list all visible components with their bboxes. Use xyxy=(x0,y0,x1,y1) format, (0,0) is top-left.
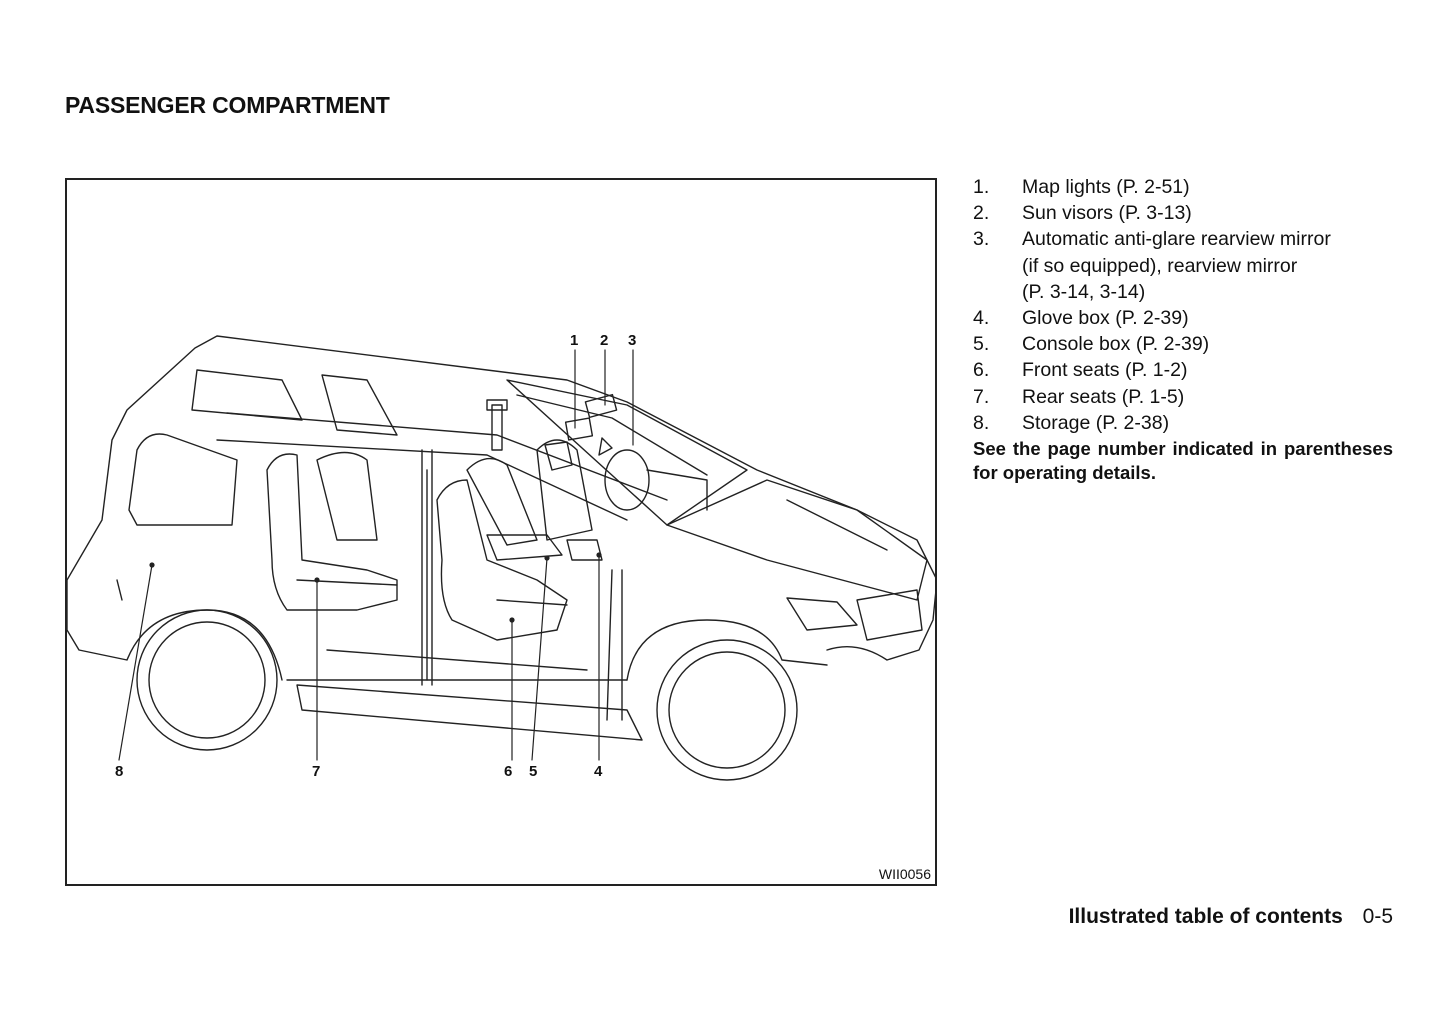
legend-number: 4. xyxy=(973,307,990,330)
legend-item: 2. Sun visors (P. 3-13) xyxy=(973,200,1393,226)
legend-text: Automatic anti-glare rearview mirror (if… xyxy=(1022,226,1393,305)
page-number: 0-5 xyxy=(1362,905,1393,928)
callout-3: 3 xyxy=(628,332,636,349)
legend-text: Map lights (P. 2-51) xyxy=(1022,176,1190,198)
callout-5: 5 xyxy=(529,763,537,780)
map-light xyxy=(564,417,594,441)
legend-item: 1. Map lights (P. 2-51) xyxy=(973,174,1393,200)
legend-number: 2. xyxy=(973,202,990,225)
legend-text: Sun visors (P. 3-13) xyxy=(1022,202,1192,225)
legend-text: Storage (P. 2-38) xyxy=(1022,411,1170,434)
callout-2: 2 xyxy=(600,332,608,349)
legend-item: 5. Console box (P. 2-39) xyxy=(973,331,1393,357)
legend-number: 7. xyxy=(973,385,990,408)
front-seat xyxy=(436,479,568,641)
rear-seat xyxy=(266,453,398,611)
legend-text-line: (if so equipped), rearview mirror xyxy=(1022,254,1298,277)
legend-text: Front seats (P. 1-2) xyxy=(1022,359,1188,382)
callout-4: 4 xyxy=(594,763,603,780)
front-wheel xyxy=(656,639,798,781)
callout-1: 1 xyxy=(570,332,578,349)
sun-visor xyxy=(584,393,618,419)
legend-item: 3. Automatic anti-glare rearview mirror … xyxy=(973,226,1393,305)
callout-8: 8 xyxy=(115,763,123,780)
page-title: PASSENGER COMPARTMENT xyxy=(65,92,390,118)
legend-list: 1. Map lights (P. 2-51) 2. Sun visors (P… xyxy=(973,174,1393,485)
figure-code: WII0056 xyxy=(878,866,931,882)
legend-text-line: (P. 3-14, 3-14) xyxy=(1022,280,1146,303)
legend-number: 8. xyxy=(973,411,990,434)
legend-text: Console box (P. 2-39) xyxy=(1022,333,1210,356)
body-outline xyxy=(67,335,935,681)
legend-item: 8. Storage (P. 2-38) xyxy=(973,410,1393,436)
callout-6: 6 xyxy=(504,763,512,780)
legend-item: 7. Rear seats (P. 1-5) xyxy=(973,384,1393,410)
callout-leaders xyxy=(118,349,634,761)
legend-text-line: Automatic anti-glare rearview mirror xyxy=(1022,228,1331,251)
callout-7: 7 xyxy=(312,763,320,780)
vehicle-line-drawing: 1 2 3 4 5 6 7 8 xyxy=(67,332,935,781)
console-box xyxy=(486,534,563,561)
rear-wheel xyxy=(136,609,278,751)
legend-item: 4. Glove box (P. 2-39) xyxy=(973,305,1393,331)
legend-text: Rear seats (P. 1-5) xyxy=(1022,385,1185,408)
footer-section-title: Illustrated table of contents xyxy=(1068,905,1343,928)
legend-item: 6. Front seats (P. 1-2) xyxy=(973,357,1393,383)
legend-number: 6. xyxy=(973,359,990,382)
page-footer: Illustrated table of contents 0-5 xyxy=(1069,905,1393,929)
operating-note: See the page number indicated in parenth… xyxy=(973,438,1393,484)
legend-number: 3. xyxy=(973,228,990,251)
legend-number: 1. xyxy=(973,176,990,198)
legend-number: 5. xyxy=(973,333,990,356)
vehicle-illustration: 1 2 3 4 5 6 7 8 WII0056 xyxy=(65,178,937,886)
legend-text: Glove box (P. 2-39) xyxy=(1022,307,1189,330)
